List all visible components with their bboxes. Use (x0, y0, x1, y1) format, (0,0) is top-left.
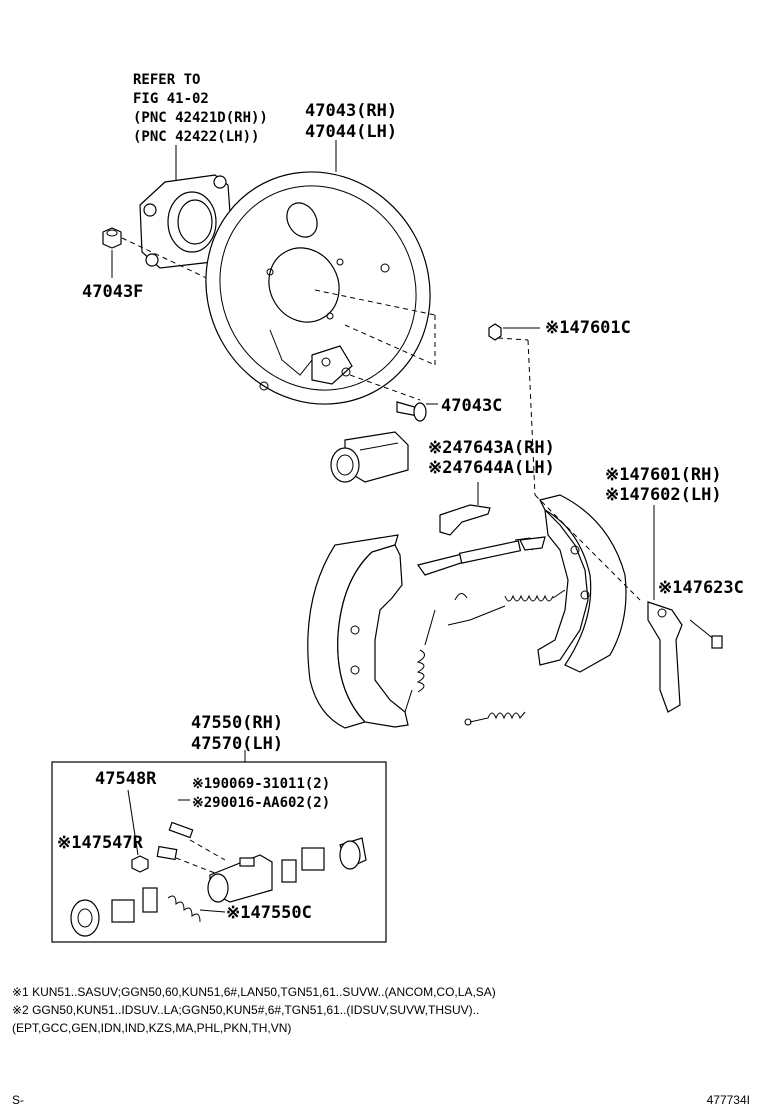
label-lever-bolt: ※147623C (658, 578, 744, 598)
refer-note: REFER TO FIG 41-02 (PNC 42421D(RH)) (PNC… (133, 72, 268, 145)
springs-drawing (404, 589, 566, 726)
label-cylinder-lh: 47570(LH) (191, 734, 283, 754)
label-backing-plate-lh: 47044(LH) (305, 122, 397, 142)
backing-plate-drawing (205, 140, 436, 405)
label-lever-rh: ※147601(RH) (605, 465, 722, 485)
label-bolt-1: ※190069-31011(2) (192, 776, 330, 792)
refer-line-2: FIG 41-02 (133, 91, 209, 107)
refer-line-1: REFER TO (133, 72, 200, 88)
label-pin: ※147601C (545, 318, 631, 338)
adjuster-drawing (417, 482, 546, 576)
refer-line-4: (PNC 42422(LH)) (133, 129, 259, 145)
bolt-drawing (396, 401, 438, 422)
label-cylinder-rh: 47550(RH) (191, 713, 283, 733)
right-brake-shoe-drawing (537, 494, 627, 673)
label-adjuster-lh: ※247644A(LH) (428, 458, 555, 478)
left-brake-shoe-drawing (307, 534, 409, 729)
label-bleeder: ※147547R (57, 833, 144, 853)
pin-drawing (488, 323, 540, 496)
axle-hub-drawing (139, 145, 233, 269)
label-nut: 47043F (82, 282, 143, 302)
footer-code: 477734I (707, 1093, 750, 1107)
wheel-cylinder-parts-drawing (70, 789, 367, 937)
label-bleeder-cap: 47548R (95, 769, 157, 789)
parking-lever-drawing (534, 494, 723, 713)
label-bolt: 47043C (441, 396, 502, 416)
applicability-notes: ※1 KUN51..SASUV;GGN50,60,KUN51,6#,LAN50,… (12, 985, 496, 1035)
refer-line-3: (PNC 42421D(RH)) (133, 110, 268, 126)
wheel-cylinder-small-drawing (330, 431, 409, 483)
note-1: ※1 KUN51..SASUV;GGN50,60,KUN51,6#,LAN50,… (12, 985, 496, 999)
label-bolt-2: ※290016-AA602(2) (192, 795, 330, 811)
label-repair-kit: ※147550C (226, 903, 312, 923)
wheel-cylinder-box (51, 761, 387, 943)
label-lever-lh: ※147602(LH) (605, 485, 722, 505)
label-backing-plate-rh: 47043(RH) (305, 101, 397, 121)
note-2: ※2 GGN50,KUN51..IDSUV..LA;GGN50,KUN5#,6#… (12, 1003, 479, 1017)
label-adjuster-rh: ※247643A(RH) (428, 438, 555, 458)
footer-left: S- (12, 1093, 24, 1107)
note-3: (EPT,GCC,GEN,IDN,IND,KZS,MA,PHL,PKN,TH,V… (12, 1021, 291, 1035)
